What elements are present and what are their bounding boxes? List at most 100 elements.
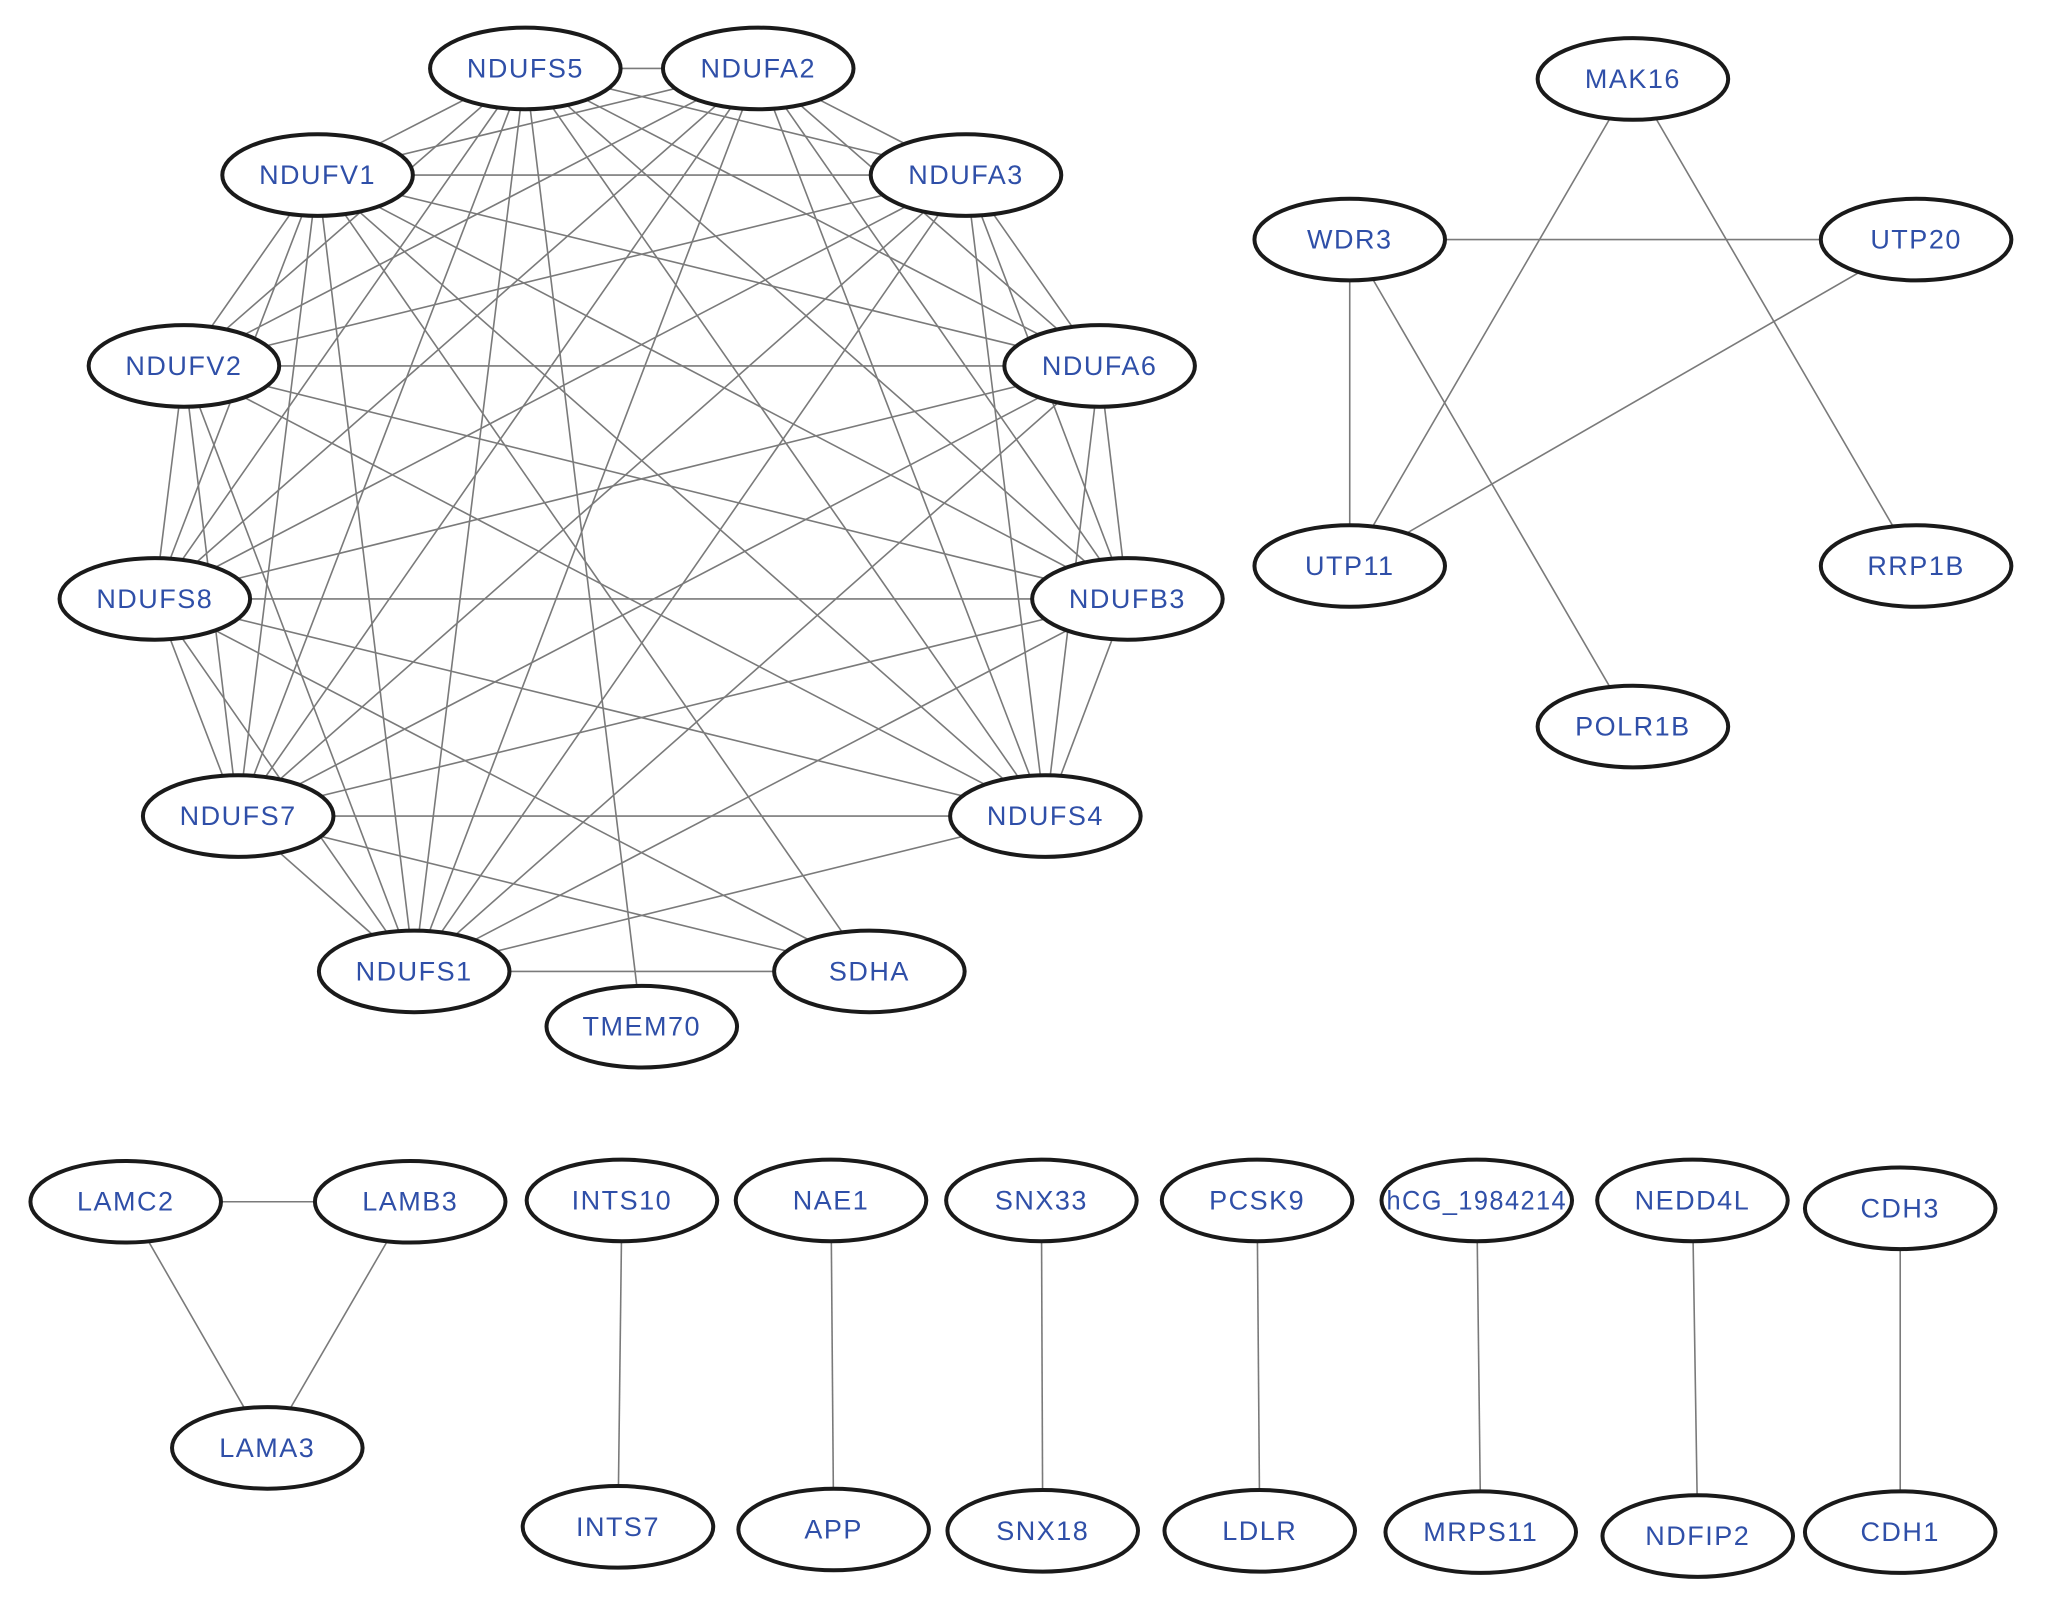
node-ellipse	[733, 1157, 929, 1244]
node-ellipse	[1159, 1157, 1355, 1244]
node-NDUFA6[interactable]: NDUFA6	[1002, 323, 1197, 409]
node-NDUFV1[interactable]: NDUFV1	[220, 132, 415, 218]
node-label: NDUFS7	[180, 801, 297, 831]
node-INTS10[interactable]: INTS10	[524, 1157, 720, 1244]
node-WDR3[interactable]: WDR3	[1252, 196, 1448, 283]
node-NAE1[interactable]: NAE1	[733, 1157, 929, 1244]
node-TMEM70[interactable]: TMEM70	[544, 983, 740, 1070]
edge-NDUFA6-NDUFS1	[413, 365, 1101, 972]
node-ellipse	[28, 1158, 223, 1245]
node-label: CDH3	[1860, 1193, 1940, 1223]
node-CDH3[interactable]: CDH3	[1802, 1165, 1998, 1252]
node-MAK16[interactable]: MAK16	[1535, 36, 1731, 122]
node-label: WDR3	[1307, 225, 1393, 255]
node-ellipse	[1535, 683, 1731, 770]
node-SDHA[interactable]: SDHA	[772, 928, 967, 1015]
node-NDUFS7[interactable]: NDUFS7	[140, 773, 336, 859]
node-label: NDUFS5	[467, 53, 584, 83]
node-NDUFS8[interactable]: NDUFS8	[57, 556, 253, 642]
edge-SNX33-SNX18	[1040, 1200, 1044, 1531]
edge-NDUFA6-NDUFS7	[237, 365, 1101, 817]
node-ellipse	[1595, 1157, 1790, 1244]
node-label: NDFIP2	[1645, 1521, 1750, 1551]
edge-NEDD4L-NDFIP2	[1691, 1200, 1699, 1537]
node-NDFIP2[interactable]: NDFIP2	[1600, 1493, 1796, 1579]
node-UTP20[interactable]: UTP20	[1818, 196, 2014, 283]
node-APP[interactable]: APP	[736, 1486, 931, 1573]
node-label: NDUFA3	[908, 160, 1024, 190]
node-NDUFS1[interactable]: NDUFS1	[316, 928, 512, 1015]
node-ellipse	[1002, 323, 1197, 409]
edge-INTS10-INTS7	[617, 1200, 623, 1527]
node-NDUFA3[interactable]: NDUFA3	[868, 132, 1064, 218]
edge-NDUFV2-NDUFS1	[183, 365, 415, 972]
node-ellipse	[1818, 196, 2014, 283]
edge-NDUFA2-NDUFS4	[757, 68, 1047, 817]
node-MRPS11[interactable]: MRPS11	[1383, 1489, 1579, 1575]
edge-NDUFS5-NDUFS4	[524, 67, 1047, 817]
edge-NDUFV1-NDUFB3	[317, 174, 1128, 600]
node-LAMA3[interactable]: LAMA3	[170, 1405, 365, 1491]
node-SNX33[interactable]: SNX33	[944, 1157, 1139, 1244]
edge-NDUFA2-NDUFS8	[154, 67, 759, 600]
node-NDUFA2[interactable]: NDUFA2	[660, 25, 856, 112]
edge-NDUFS5-NDUFV2	[183, 67, 526, 367]
edge-NDUFV2-NDUFS4	[183, 365, 1046, 817]
node-label: NAE1	[793, 1185, 870, 1215]
node-ellipse	[86, 323, 282, 409]
node-label: SNX18	[996, 1516, 1089, 1546]
node-NDUFS4[interactable]: NDUFS4	[948, 773, 1143, 859]
node-CDH1[interactable]: CDH1	[1802, 1489, 1998, 1575]
node-label: UTP11	[1305, 551, 1395, 581]
node-NDUFB3[interactable]: NDUFB3	[1030, 556, 1225, 642]
edge-NDUFS4-NDUFS1	[413, 815, 1046, 973]
edge-PCSK9-LDLR	[1256, 1200, 1261, 1531]
node-UTP11[interactable]: UTP11	[1252, 523, 1448, 609]
edge-NDUFV1-SDHA	[316, 174, 871, 972]
edge-NDUFV1-NDUFS7	[237, 174, 319, 817]
edge-NDUFS7-SDHA	[237, 815, 870, 973]
node-ellipse	[1802, 1165, 1998, 1252]
edge-NDUFA3-NDUFS4	[965, 174, 1047, 817]
node-label: TMEM70	[583, 1012, 702, 1042]
node-NDUFV2[interactable]: NDUFV2	[86, 323, 282, 409]
node-LAMC2[interactable]: LAMC2	[28, 1158, 223, 1245]
node-ellipse	[57, 556, 253, 642]
node-label: UTP20	[1870, 225, 1962, 255]
node-ellipse	[520, 1484, 716, 1570]
edge-MAK16-UTP11	[1349, 78, 1634, 567]
node-label: NDUFA6	[1042, 351, 1158, 381]
node-PCSK9[interactable]: PCSK9	[1159, 1157, 1355, 1244]
edge-NDUFS8-SDHA	[154, 598, 870, 973]
edge-NDUFB3-NDUFS1	[413, 598, 1128, 973]
edge-NDUFV1-NDUFS1	[316, 174, 415, 972]
node-label: NDUFS1	[356, 956, 473, 986]
node-ellipse	[1383, 1489, 1579, 1575]
node-SNX18[interactable]: SNX18	[945, 1488, 1141, 1574]
node-INTS7[interactable]: INTS7	[520, 1484, 716, 1570]
edge-NDUFS5-TMEM70	[524, 68, 643, 1027]
node-hCG_1984214[interactable]: hCG_1984214	[1379, 1157, 1575, 1244]
edge-NDUFS5-NDUFS7	[237, 68, 527, 817]
edge-NDUFS5-NDUFS1	[413, 68, 527, 972]
node-NEDD4L[interactable]: NEDD4L	[1595, 1157, 1790, 1244]
node-POLR1B[interactable]: POLR1B	[1535, 683, 1731, 770]
node-ellipse	[1802, 1489, 1998, 1575]
node-LDLR[interactable]: LDLR	[1162, 1488, 1358, 1574]
node-label: SNX33	[995, 1185, 1088, 1215]
edge-NDUFA3-NDUFS8	[154, 174, 967, 600]
edge-NDUFV2-NDUFB3	[183, 365, 1128, 600]
node-ellipse	[312, 1158, 508, 1245]
node-label: CDH1	[1860, 1517, 1940, 1547]
node-RRP1B[interactable]: RRP1B	[1818, 523, 2014, 609]
edge-NDUFS5-NDUFB3	[524, 67, 1128, 600]
node-ellipse	[1252, 523, 1448, 609]
node-LAMB3[interactable]: LAMB3	[312, 1158, 508, 1245]
node-label: hCG_1984214	[1386, 1185, 1567, 1215]
node-label: RRP1B	[1867, 551, 1965, 581]
node-ellipse	[772, 928, 967, 1015]
node-label: PCSK9	[1209, 1185, 1305, 1215]
node-NDUFS5[interactable]: NDUFS5	[428, 25, 623, 112]
node-ellipse	[316, 928, 512, 1015]
